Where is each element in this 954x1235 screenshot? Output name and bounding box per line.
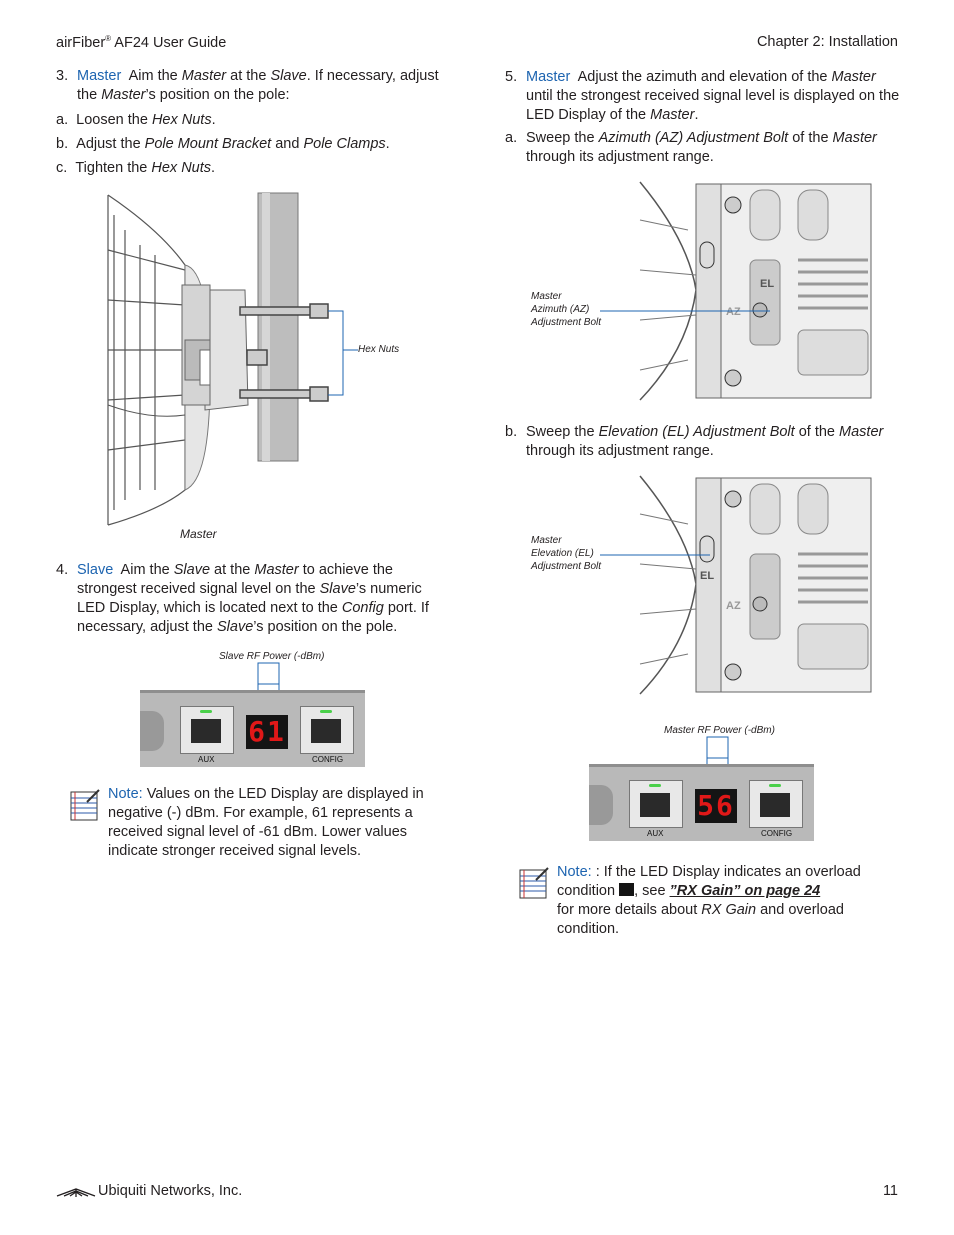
step-5: 5. Master Adjust the azimuth and elevati… <box>505 69 900 123</box>
cable-stub <box>140 711 164 751</box>
az-bolt-illustration <box>639 181 872 401</box>
callout-bracket <box>706 736 729 764</box>
rx-gain-link[interactable]: ”RX Gain” on page 24 <box>669 883 821 899</box>
notepad-icon <box>70 789 100 821</box>
guide-title: airFiber® AF24 User Guide <box>56 34 227 51</box>
caption-master-rf-power: Master RF Power (-dBm) <box>664 725 775 736</box>
el-mark: EL <box>700 570 715 582</box>
aux-label: AUX <box>198 755 215 764</box>
caption-slave-rf-power: Slave RF Power (-dBm) <box>219 651 325 662</box>
step-3: 3. Master Aim the Master at the Slave. I… <box>56 68 439 103</box>
note-overload: Note: : If the LED Display indicates an … <box>557 864 861 937</box>
slave-led-panel: AUX 61 CONFIG <box>140 690 365 767</box>
config-port <box>749 780 803 828</box>
config-led <box>320 710 332 713</box>
aux-label: AUX <box>647 829 664 838</box>
led-display: 61 <box>246 715 288 749</box>
notepad-icon <box>519 867 549 899</box>
footer-company: Ubiquiti Networks, Inc. <box>98 1183 243 1199</box>
config-port <box>300 706 354 754</box>
el-mark: EL <box>760 278 775 290</box>
step-number: 5. <box>505 69 518 85</box>
led-display: 56 <box>695 789 737 823</box>
step-5b: b. Sweep the Elevation (EL) Adjustment B… <box>505 424 884 459</box>
el-bolt-illustration <box>639 475 872 695</box>
step-title: Slave <box>77 562 114 578</box>
master-pole-illustration <box>107 192 358 526</box>
config-led <box>769 784 781 787</box>
callout-line <box>600 310 770 312</box>
callout-bracket <box>257 662 280 690</box>
label-master: Master <box>180 527 217 541</box>
step-5a: a. Sweep the Azimuth (AZ) Adjustment Bol… <box>505 130 877 165</box>
az-mark: AZ <box>726 600 741 612</box>
overload-indicator-icon <box>619 883 635 896</box>
note-led-values: Note: Values on the LED Display are disp… <box>108 786 424 859</box>
step-title: Master <box>526 69 571 85</box>
step-number: 4. <box>56 562 69 578</box>
label-hex-nuts: Hex Nuts <box>358 344 400 355</box>
aux-port <box>629 780 683 828</box>
az-mark: AZ <box>726 306 741 318</box>
aux-port <box>180 706 234 754</box>
master-led-panel: AUX 56 CONFIG <box>589 764 814 841</box>
aux-led <box>649 784 661 787</box>
step-3a: a. Loosen the Hex Nuts. <box>56 112 216 128</box>
ubiquiti-logo-icon <box>56 1188 96 1197</box>
cable-stub <box>589 785 613 825</box>
config-label: CONFIG <box>761 829 793 838</box>
figure-master-on-pole: Hex Nuts Master <box>100 190 410 550</box>
chapter-title: Chapter 2: Installation <box>756 34 898 50</box>
step-title: Master <box>77 68 122 84</box>
aux-led <box>200 710 212 713</box>
step-4: 4. Slave Aim the Slave at the Master to … <box>56 562 429 635</box>
step-3c: c. Tighten the Hex Nuts. <box>56 160 216 176</box>
callout-line <box>600 554 710 556</box>
config-label: CONFIG <box>312 755 344 764</box>
page-number: 11 <box>882 1183 898 1199</box>
step-3b: b. Adjust the Pole Mount Bracket and Pol… <box>56 136 390 152</box>
step-number: 3. <box>56 68 69 84</box>
